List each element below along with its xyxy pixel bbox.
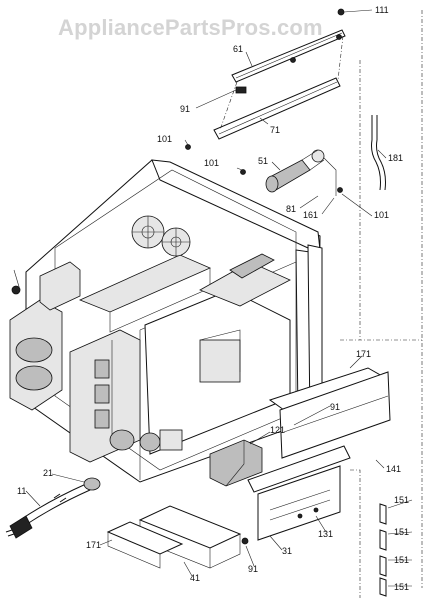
callout-101-a: 101 xyxy=(157,134,172,144)
callout-141: 141 xyxy=(386,464,401,474)
callout-151-a: 151 xyxy=(394,495,409,505)
callout-181: 181 xyxy=(388,153,403,163)
wire-181 xyxy=(371,115,381,191)
callout-151-d: 151 xyxy=(394,582,409,592)
callout-61: 61 xyxy=(233,44,243,54)
callout-171-right: 171 xyxy=(356,349,371,359)
callout-11: 11 xyxy=(17,486,26,496)
motor-assembly xyxy=(109,429,183,452)
callout-101-c: 101 xyxy=(374,210,389,220)
callout-101-b: 101 xyxy=(204,158,219,168)
callout-121: 121 xyxy=(270,425,285,435)
lower-panel-assembly xyxy=(209,367,391,541)
drip-pan xyxy=(106,505,242,569)
frame-outline xyxy=(340,10,423,588)
transformer-assembly xyxy=(9,261,81,411)
callout-171-left: 171 xyxy=(86,540,101,550)
callout-91-mid: 91 xyxy=(330,402,340,412)
callout-131: 131 xyxy=(318,529,333,539)
callout-91-top: 91 xyxy=(180,104,190,114)
lamp-assembly xyxy=(265,149,337,196)
watermark-text: AppliancePartsPros.com xyxy=(58,15,323,40)
callout-21: 21 xyxy=(43,468,53,478)
power-cord xyxy=(5,477,101,539)
callout-31: 31 xyxy=(282,546,292,556)
callout-151-c: 151 xyxy=(394,555,409,565)
callout-labels: 111 61 91 71 101 101 51 181 81 161 101 1… xyxy=(17,5,409,592)
callout-41: 41 xyxy=(190,573,200,583)
callout-71: 71 xyxy=(270,125,280,135)
screw-icons xyxy=(185,8,345,545)
callout-161: 161 xyxy=(303,210,318,220)
top-rail-assembly xyxy=(213,29,346,140)
callout-51: 51 xyxy=(258,156,268,166)
callout-111: 111 xyxy=(375,5,389,15)
callout-81: 81 xyxy=(286,204,296,214)
leader-lines xyxy=(25,9,413,587)
callout-151-b: 151 xyxy=(394,527,409,537)
callout-91-bottom: 91 xyxy=(248,564,258,574)
hinge-icons xyxy=(350,469,387,598)
gear-icons xyxy=(131,215,191,257)
